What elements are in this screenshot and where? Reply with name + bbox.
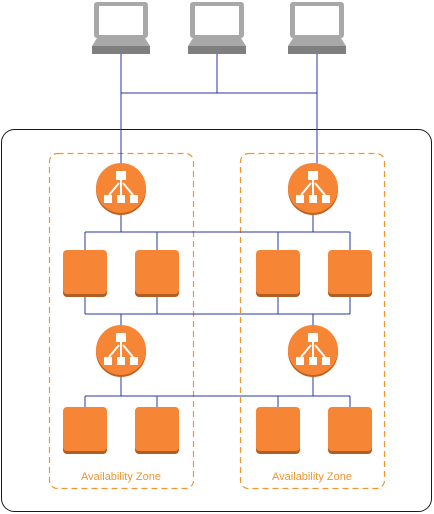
laptop-keyboard	[288, 38, 346, 46]
elb-glyph-target-2	[309, 195, 317, 203]
elastic-load-balancer-icon	[96, 163, 146, 215]
elb-glyph-left-arm	[300, 182, 312, 196]
zone-label-1: Availability Zone	[81, 471, 161, 483]
laptop-keyboard	[188, 38, 246, 46]
laptop-keyboard	[92, 38, 150, 46]
instance-body	[63, 407, 107, 451]
elb-glyph-top	[116, 333, 126, 342]
nodes-layer	[63, 163, 372, 454]
elb-glyph-target-1	[104, 357, 112, 365]
instance-body	[135, 407, 179, 451]
region-boundary	[1, 129, 432, 512]
elb-glyph-right-arm	[122, 182, 134, 196]
elb-glyph-target-1	[104, 195, 112, 203]
elastic-load-balancer-icon	[288, 163, 338, 215]
ec2-instance-icon	[256, 407, 300, 454]
instance-body	[328, 250, 372, 294]
elb-glyph-right-arm	[314, 182, 326, 196]
ec2-instance-icon	[256, 250, 300, 297]
connectors-layer	[84, 54, 351, 410]
ec2-instance-icon	[135, 407, 179, 454]
laptop-icon	[188, 2, 246, 54]
instance-body	[328, 407, 372, 451]
elb-glyph-target-3	[322, 357, 330, 365]
laptop-base	[92, 46, 150, 54]
elb-glyph-target-2	[309, 357, 317, 365]
laptop-icon	[288, 2, 346, 54]
instance-body	[256, 250, 300, 294]
laptop-screen	[295, 6, 339, 35]
ec2-instance-icon	[135, 250, 179, 297]
elb-glyph-target-2	[117, 195, 125, 203]
zone-label-2: Availability Zone	[272, 471, 352, 483]
elb-glyph-target-1	[296, 357, 304, 365]
elb-glyph-left-arm	[300, 344, 312, 358]
laptop-screen	[195, 6, 239, 35]
elb-glyph-right-arm	[122, 344, 134, 358]
elb-glyph-left-arm	[108, 182, 120, 196]
elb-glyph-target-1	[296, 195, 304, 203]
region-layer	[1, 129, 432, 512]
laptop-base	[188, 46, 246, 54]
instance-body	[135, 250, 179, 294]
elb-glyph-target-3	[130, 195, 138, 203]
instance-body	[256, 407, 300, 451]
laptop-screen	[99, 6, 143, 35]
instance-body	[63, 250, 107, 294]
availability-zone-box-2	[239, 152, 386, 490]
ec2-instance-icon	[328, 407, 372, 454]
elb-glyph-top	[308, 171, 318, 180]
elb-glyph-top	[308, 333, 318, 342]
elb-glyph-right-arm	[314, 344, 326, 358]
ec2-instance-icon	[63, 250, 107, 297]
ec2-instance-icon	[63, 407, 107, 454]
elb-glyph-target-3	[130, 357, 138, 365]
elb-glyph-target-2	[117, 357, 125, 365]
ec2-instance-icon	[328, 250, 372, 297]
clients-layer	[92, 2, 346, 54]
laptop-base	[288, 46, 346, 54]
elastic-load-balancer-icon	[96, 325, 146, 377]
laptop-icon	[92, 2, 150, 54]
elb-glyph-top	[116, 171, 126, 180]
elastic-load-balancer-icon	[288, 325, 338, 377]
elb-glyph-target-3	[322, 195, 330, 203]
elb-glyph-left-arm	[108, 344, 120, 358]
